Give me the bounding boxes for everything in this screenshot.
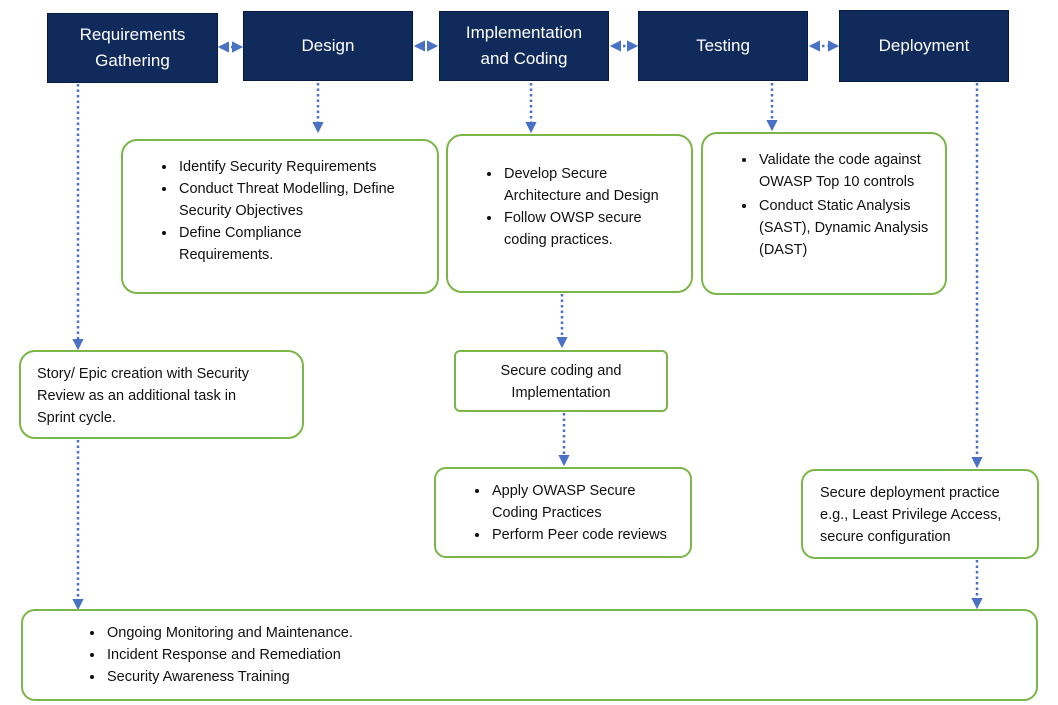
list-item: Conduct Threat Modelling, Define Securit… — [177, 178, 423, 222]
list-item: Apply OWASP Secure Coding Practices — [490, 480, 676, 524]
list-item: Ongoing Monitoring and Maintenance. — [105, 622, 1036, 644]
phase-label: Requirements — [79, 25, 186, 44]
phase-label: Gathering — [95, 51, 170, 70]
phase-label: Implementation — [465, 23, 583, 42]
list-item: Perform Peer code reviews — [490, 524, 676, 546]
phase-deployment: Deployment — [839, 10, 1009, 82]
owasp-practices-box: Apply OWASP Secure Coding Practices Perf… — [434, 467, 692, 558]
story-epic-text: Story/ Epic creation with Security Revie… — [37, 366, 249, 426]
list-item: Validate the code against OWASP Top 10 c… — [757, 149, 929, 193]
list-item: Follow OWSP secure coding practices. — [502, 207, 681, 251]
list-item: Define Compliance Requirements. — [177, 222, 423, 266]
story-epic-box: Story/ Epic creation with Security Revie… — [19, 350, 304, 439]
secure-deployment-box: Secure deployment practice e.g., Least P… — [801, 469, 1039, 559]
list-item: Incident Response and Remediation — [105, 644, 1036, 666]
list-item: Security Awareness Training — [105, 666, 1036, 688]
secure-coding-text: Secure coding and Implementation — [500, 363, 622, 401]
secure-coding-box: Secure coding and Implementation — [454, 350, 668, 412]
phase-label: Testing — [696, 36, 750, 55]
phase-label: Design — [301, 36, 355, 55]
list-item: Conduct Static Analysis (SAST), Dynamic … — [757, 195, 929, 261]
phase-label: Deployment — [878, 36, 970, 55]
phase-testing: Testing — [638, 11, 808, 81]
monitoring-box: Ongoing Monitoring and Maintenance. Inci… — [21, 609, 1038, 701]
secure-deployment-text: Secure deployment practice e.g., Least P… — [820, 485, 1002, 545]
phase-label: and Coding — [480, 49, 568, 68]
design-activities-box: Identify Security Requirements Conduct T… — [121, 139, 439, 294]
testing-activities-box: Validate the code against OWASP Top 10 c… — [701, 132, 947, 295]
phase-design: Design — [243, 11, 413, 81]
phase-implementation-coding: Implementation and Coding — [439, 11, 609, 81]
list-item: Develop Secure Architecture and Design — [502, 163, 681, 207]
implementation-activities-box: Develop Secure Architecture and Design F… — [446, 134, 693, 293]
list-item: Identify Security Requirements — [177, 156, 423, 178]
